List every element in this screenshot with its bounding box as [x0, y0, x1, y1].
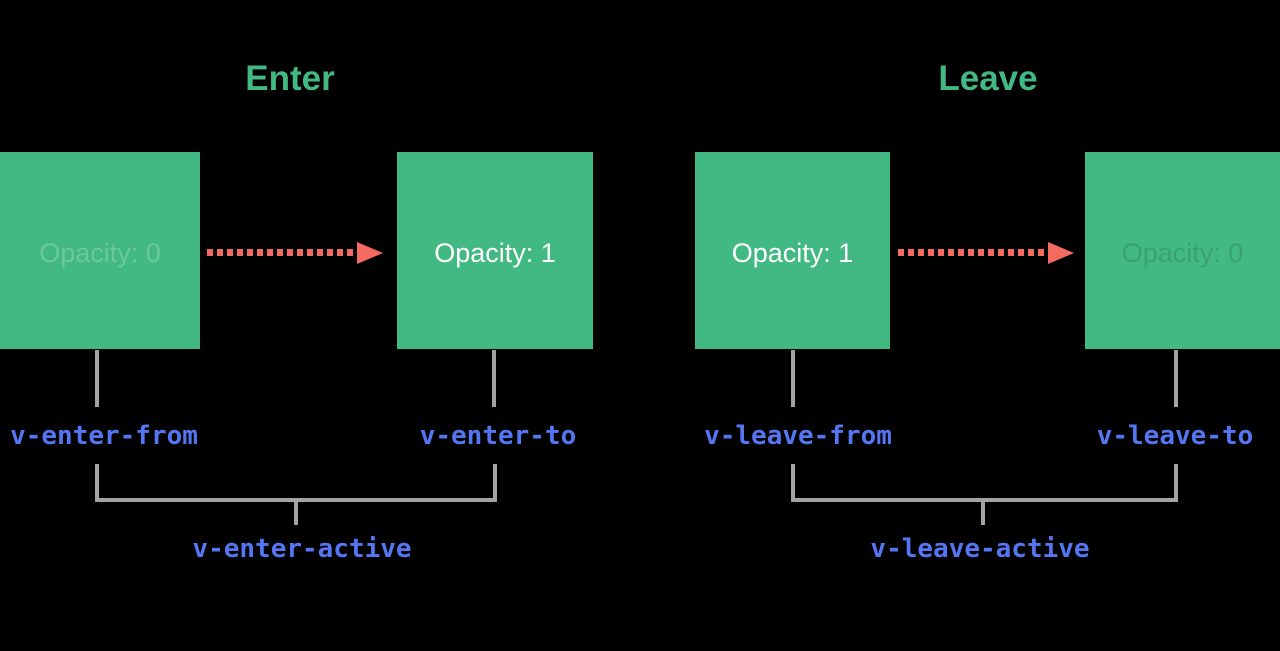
- enter-from-box: Opacity: 0: [0, 152, 200, 349]
- enter-bracket-horizontal-line: [95, 498, 497, 502]
- enter-to-box: Opacity: 1: [397, 152, 593, 349]
- leave-bracket-right-stem: [1174, 464, 1178, 502]
- enter-bracket-right-stem: [493, 464, 497, 502]
- enter-to-box-label: Opacity: 1: [434, 237, 556, 268]
- enter-from-stem-line: [95, 350, 99, 407]
- enter-from-class-label: v-enter-from: [10, 421, 198, 451]
- leave-from-stem-line: [791, 350, 795, 407]
- leave-from-box-label: Opacity: 1: [731, 237, 854, 268]
- enter-bracket-center-stem: [294, 502, 298, 525]
- leave-arrow-head-icon: [1048, 242, 1074, 264]
- leave-bracket-horizontal-line: [791, 498, 1178, 502]
- leave-bracket-center-stem: [981, 502, 985, 525]
- leave-from-class-label: v-leave-from: [704, 421, 892, 451]
- enter-arrow-head-icon: [357, 242, 383, 264]
- enter-to-stem-line: [492, 350, 496, 407]
- leave-to-stem-line: [1174, 350, 1178, 407]
- enter-active-class-label: v-enter-active: [192, 534, 412, 564]
- enter-section-title: Enter: [245, 59, 335, 98]
- leave-bracket-left-stem: [791, 464, 795, 502]
- leave-to-box-label: Opacity: 0: [1121, 237, 1244, 268]
- leave-active-class-label: v-leave-active: [870, 534, 1090, 564]
- leave-to-class-label: v-leave-to: [1096, 421, 1254, 451]
- leave-to-box: Opacity: 0: [1085, 152, 1280, 349]
- enter-from-box-label: Opacity: 0: [39, 237, 161, 268]
- leave-arrow-dashes: [898, 249, 1049, 256]
- enter-bracket-left-stem: [95, 464, 99, 502]
- leave-from-box: Opacity: 1: [695, 152, 890, 349]
- enter-arrow-dashes: [207, 249, 358, 256]
- leave-section-title: Leave: [938, 59, 1038, 98]
- enter-to-class-label: v-enter-to: [419, 421, 577, 451]
